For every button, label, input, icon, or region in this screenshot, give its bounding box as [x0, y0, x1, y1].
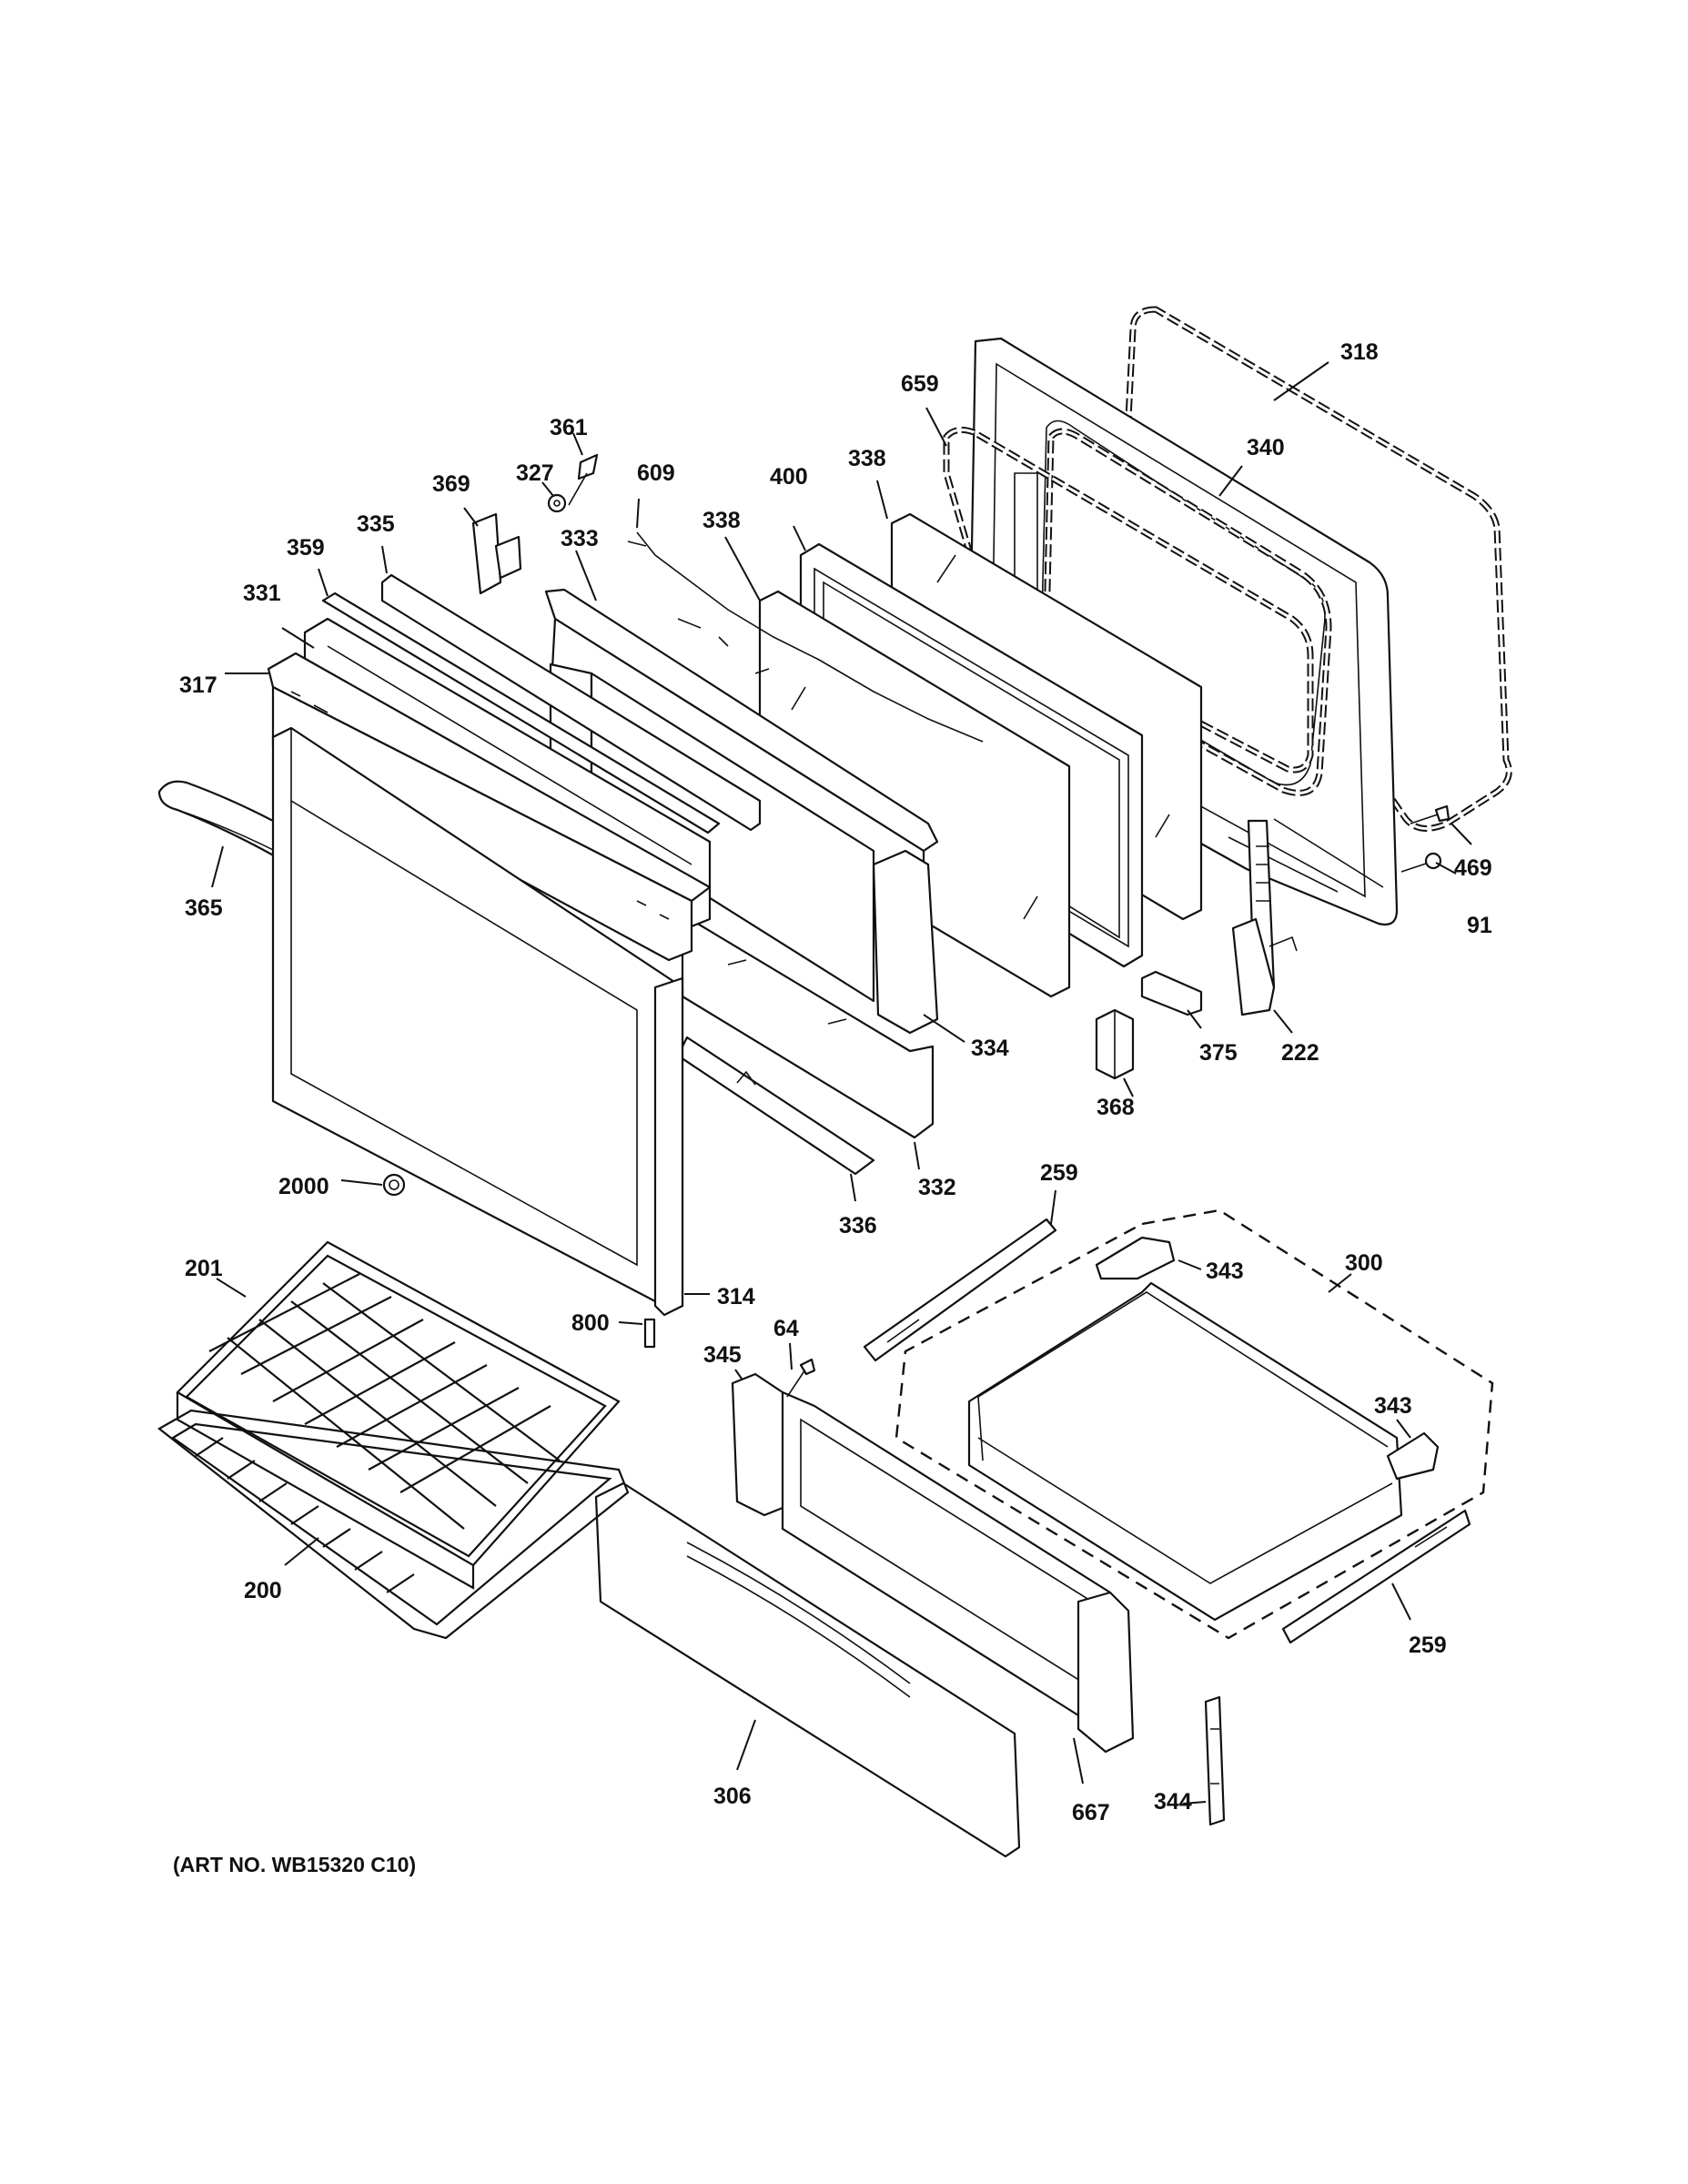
part-609-wire-harness: [627, 531, 984, 743]
part-300-drawer-box: [967, 1281, 1403, 1622]
part-200-broil-pan: [157, 1409, 630, 1640]
part-343-slide-bracket-right: [1386, 1431, 1440, 1481]
part-800-screw: [643, 1318, 656, 1349]
label-369: 369: [432, 471, 470, 497]
label-201: 201: [185, 1256, 223, 1281]
label-306: 306: [713, 1784, 752, 1809]
label-361: 361: [550, 415, 588, 440]
label-667: 667: [1072, 1800, 1110, 1825]
part-335-top-trim: [380, 573, 762, 832]
part-2000-grommet: [382, 1173, 406, 1197]
label-368: 368: [1097, 1095, 1135, 1120]
label-314: 314: [717, 1284, 755, 1309]
label-318: 318: [1340, 339, 1379, 365]
part-259-drawer-slide-bottom: [1281, 1509, 1471, 1644]
part-667-drawer-liner: [781, 1390, 1135, 1754]
part-469-screw: [1410, 804, 1450, 824]
part-343-slide-bracket-top: [1095, 1236, 1176, 1280]
part-375-bracket: [1140, 970, 1203, 1016]
part-368-bracket: [1095, 1008, 1135, 1080]
part-300-drawer-boundary: [895, 1208, 1494, 1640]
part-201-oven-rack: [176, 1240, 621, 1590]
label-343-right: 343: [1374, 1393, 1412, 1419]
label-327: 327: [516, 460, 554, 486]
label-343-top: 343: [1206, 1259, 1244, 1284]
label-365: 365: [185, 895, 223, 921]
part-64-screw: [786, 1358, 816, 1398]
label-344: 344: [1154, 1789, 1192, 1815]
part-344-drawer-bracket: [1204, 1695, 1226, 1826]
part-369-bracket: [471, 512, 522, 595]
label-400: 400: [770, 464, 808, 490]
label-259-top: 259: [1040, 1160, 1078, 1186]
part-345-drawer-inner-panel: [731, 1372, 789, 1517]
label-609: 609: [637, 460, 675, 486]
part-361-screw: [568, 453, 599, 506]
label-300: 300: [1345, 1250, 1383, 1276]
art-number-caption: (ART NO. WB15320 C10): [173, 1853, 416, 1876]
part-340-inner-gasket: [1043, 428, 1332, 796]
part-314-outer-door: [271, 726, 684, 1317]
part-327-nut: [547, 493, 567, 513]
label-338-front: 338: [702, 508, 741, 533]
part-259-drawer-slide-top: [863, 1218, 1057, 1362]
label-334: 334: [971, 1036, 1009, 1061]
label-91: 91: [1467, 913, 1492, 938]
label-375: 375: [1199, 1040, 1238, 1066]
label-800: 800: [571, 1310, 610, 1336]
part-318-door-gasket: [1125, 306, 1512, 832]
label-222: 222: [1281, 1040, 1319, 1066]
label-345: 345: [703, 1342, 742, 1368]
leader-lines: [211, 361, 1472, 1805]
label-317: 317: [179, 672, 217, 698]
label-332: 332: [918, 1175, 956, 1200]
part-labels: 318 340 659 361 327 369 609 400 338 338 …: [179, 339, 1492, 1825]
label-335: 335: [357, 511, 395, 537]
part-222-hinge: [1231, 819, 1298, 1016]
label-336: 336: [839, 1213, 877, 1239]
label-259-bottom: 259: [1409, 1633, 1447, 1658]
label-469: 469: [1454, 855, 1492, 881]
label-338-rear: 338: [848, 446, 886, 471]
label-331: 331: [243, 581, 281, 606]
label-659: 659: [901, 371, 939, 397]
part-91-bolt: [1400, 852, 1442, 873]
part-359-trim-strip: [321, 592, 721, 834]
label-359: 359: [287, 535, 325, 561]
label-64: 64: [773, 1316, 799, 1341]
part-317-vent-trim: [267, 652, 712, 962]
label-340: 340: [1247, 435, 1285, 460]
label-333: 333: [561, 526, 599, 551]
label-2000: 2000: [278, 1174, 329, 1199]
label-200: 200: [244, 1578, 282, 1603]
